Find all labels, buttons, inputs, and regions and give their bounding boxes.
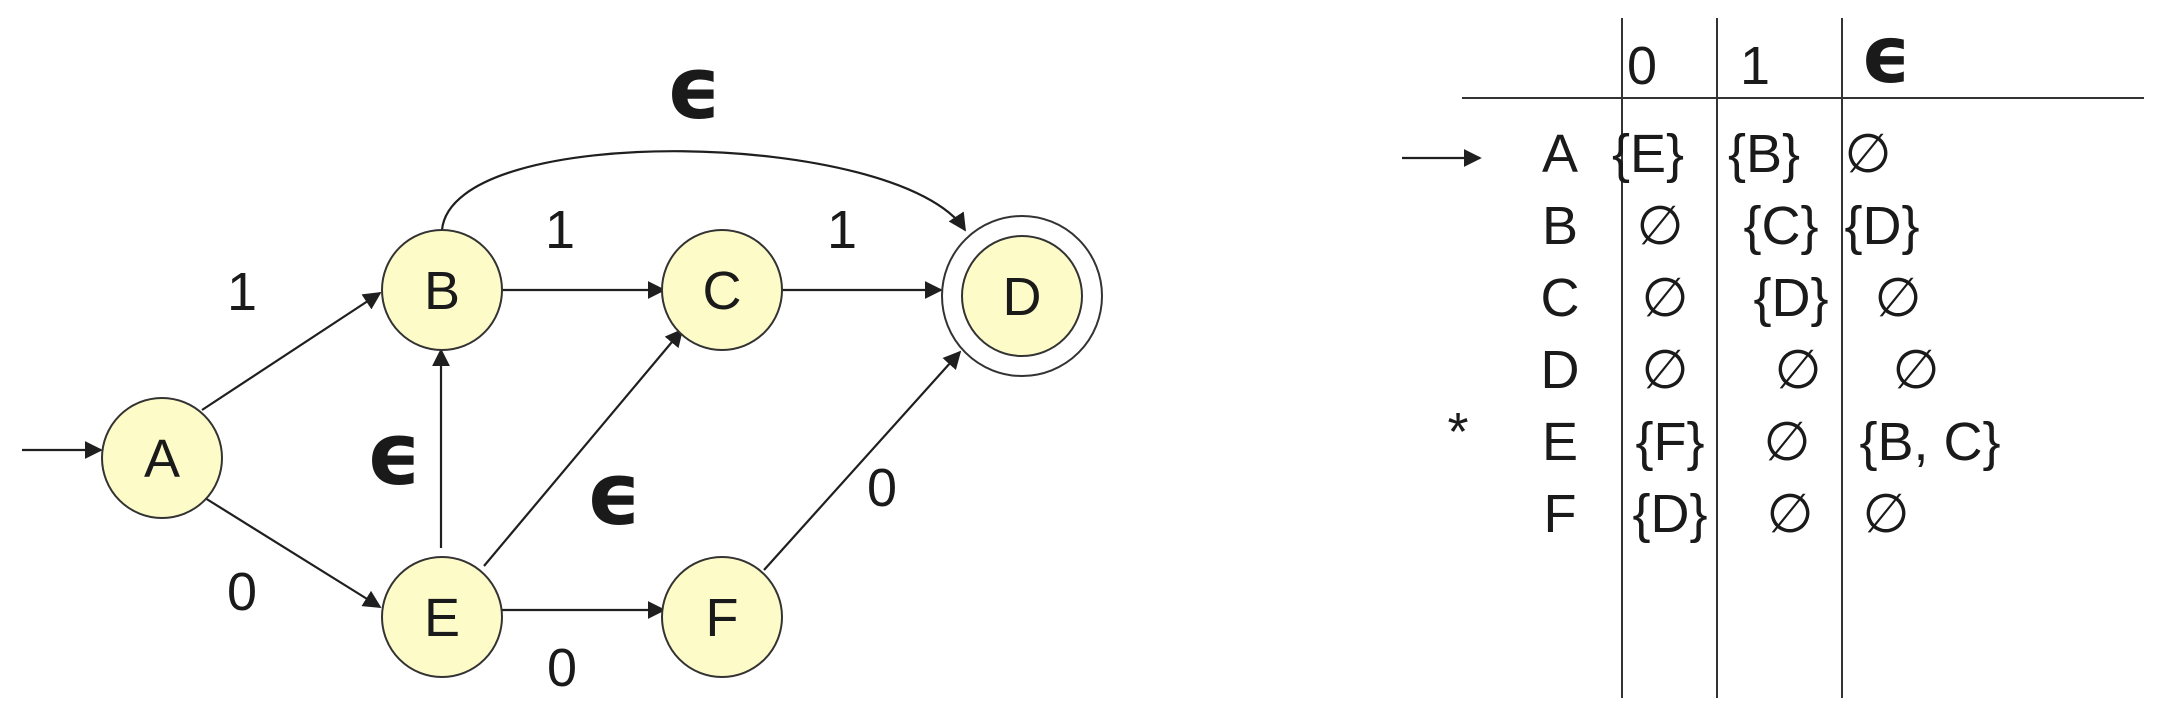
row-state-e: E [1542,412,1578,472]
row-state-f: F [1544,484,1577,544]
cell-f-0: {D} [1632,484,1707,544]
state-diagram: 1 0 1 1 ϵ ϵ ϵ 0 0 A B C D E [22,39,1103,698]
cell-e-eps: {B, C} [1859,412,2000,472]
state-f: F [661,556,783,678]
transition-table: 0 1 ϵ A {E} {B} ∅ B ∅ {C} {D} C ∅ {D} ∅ … [1402,11,2144,698]
table-header-epsilon: ϵ [1861,11,1911,101]
state-d-accepting: D [941,215,1103,377]
cell-a-1: {B} [1728,124,1800,184]
edge-label-a-b: 1 [227,262,257,322]
edge-label-e-b: ϵ [366,405,421,505]
cell-b-eps: {D} [1844,196,1919,256]
edge-e-c [483,328,684,567]
row-state-a: A [1542,124,1578,184]
cell-c-eps: ∅ [1874,268,1921,328]
cell-a-0: {E} [1612,124,1684,184]
cell-e-0: {F} [1635,412,1704,472]
state-c-label: C [703,261,742,321]
state-a: A [101,397,223,519]
state-b-label: B [424,261,460,321]
state-e: E [381,556,503,678]
edge-label-b-d: ϵ [666,39,721,139]
edge-b-d [440,150,966,232]
cell-c-1: {D} [1753,268,1828,328]
cell-d-eps: ∅ [1892,340,1939,400]
row-state-d: D [1541,340,1580,400]
cell-d-0: ∅ [1641,340,1688,400]
cell-f-1: ∅ [1766,484,1813,544]
state-a-label: A [144,429,180,489]
state-e-label: E [424,588,460,648]
state-b: B [381,229,503,351]
edge-label-e-c: ϵ [586,445,641,545]
edge-label-c-d: 1 [827,200,857,260]
edge-a-b [201,292,382,411]
row-marker-e: * [1447,402,1468,462]
state-f-label: F [706,588,739,648]
edge-label-f-d: 0 [867,458,897,518]
cell-b-0: ∅ [1636,196,1683,256]
table-header-0: 0 [1627,36,1657,96]
edge-f-d [763,350,962,571]
row-state-b: B [1542,196,1578,256]
cell-e-1: ∅ [1763,412,1810,472]
cell-b-1: {C} [1743,196,1818,256]
edge-label-b-c: 1 [545,200,575,260]
state-d-label: D [1003,267,1042,327]
row-state-c: C [1541,268,1580,328]
state-c: C [661,229,783,351]
table-header-1: 1 [1740,36,1770,96]
edge-label-a-e: 0 [227,562,257,622]
cell-a-eps: ∅ [1844,124,1891,184]
cell-c-0: ∅ [1641,268,1688,328]
edge-label-e-f: 0 [547,638,577,698]
cell-f-eps: ∅ [1862,484,1909,544]
edge-a-e [204,497,382,608]
cell-d-1: ∅ [1774,340,1821,400]
